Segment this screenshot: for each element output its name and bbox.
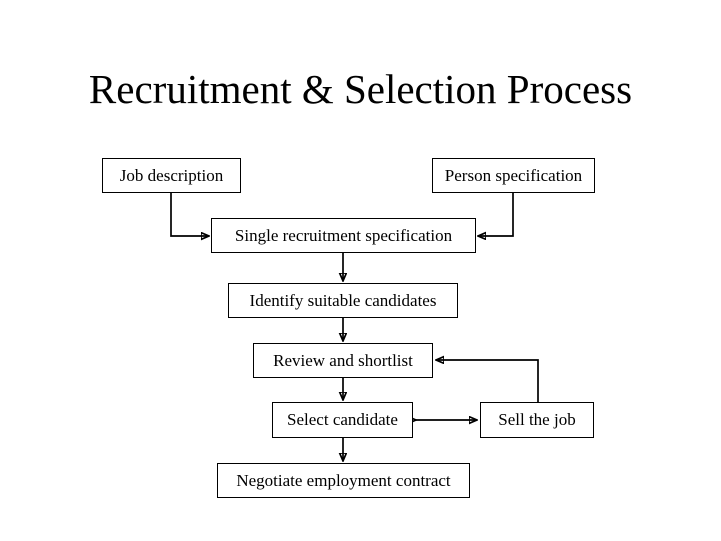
node-label: Person specification <box>444 165 583 185</box>
edge-sell-to-review-feedback <box>436 360 539 402</box>
node-label: Sell the job <box>498 410 576 429</box>
page-title: Recruitment & Selection Process <box>88 66 633 112</box>
node-negotiate-employment-contract[interactable]: Negotiate employment contract <box>217 463 470 498</box>
node-single-recruitment-specification[interactable]: Single recruitment specification <box>211 218 476 253</box>
node-label: Identify suitable candidates <box>249 290 437 310</box>
node-select-candidate[interactable]: Select candidate <box>272 402 413 438</box>
node-job-description[interactable]: Job description <box>102 158 241 193</box>
node-label: Review and shortlist <box>273 350 413 370</box>
node-person-specification[interactable]: Person specification <box>432 158 595 193</box>
node-label: Job description <box>119 165 224 185</box>
node-sell-the-job[interactable]: Sell the job <box>480 402 594 438</box>
node-review-and-shortlist[interactable]: Review and shortlist <box>253 343 433 378</box>
edge-person-specification-to-single-spec <box>478 193 514 236</box>
node-label: Select candidate <box>287 410 398 429</box>
node-identify-suitable-candidates[interactable]: Identify suitable candidates <box>228 283 458 318</box>
node-label: Negotiate employment contract <box>236 470 451 490</box>
node-label: Single recruitment specification <box>234 225 453 245</box>
edge-job-description-to-single-spec <box>170 193 209 236</box>
